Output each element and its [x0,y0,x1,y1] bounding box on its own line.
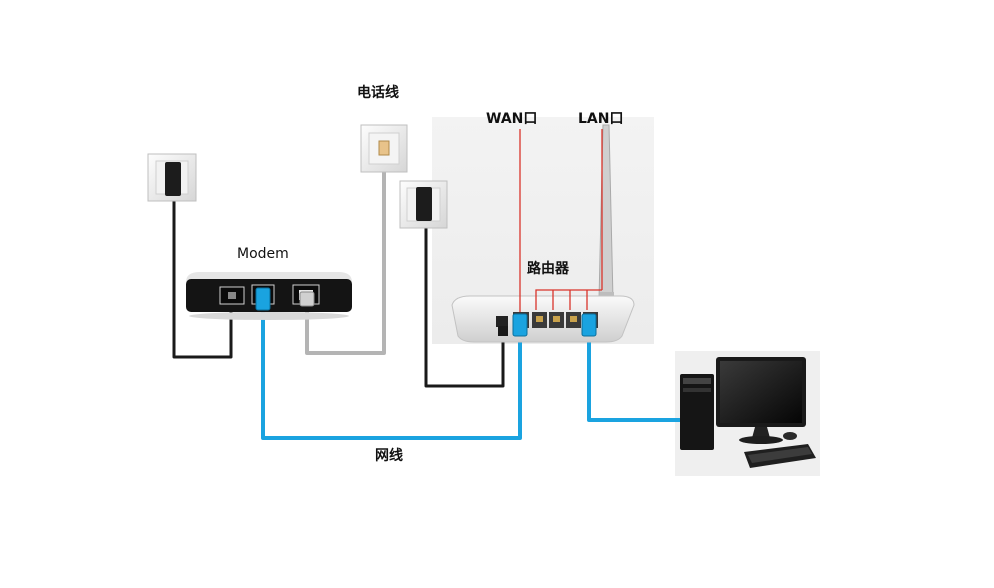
modem-lan-plug [255,287,271,311]
router-wan-plug [512,313,528,337]
pc-mouse [783,432,797,440]
router-lan-plug [581,313,597,337]
router-power-plug [498,326,508,336]
wall-power-socket-left [147,153,197,202]
modem-label: Modem [237,246,289,262]
router-label: 路由器 [527,261,569,277]
phone-wall-jack [360,124,408,173]
modem-phone-plug [299,291,315,307]
wan-port-label: WAN口 [486,111,538,127]
pc-monitor [716,357,806,444]
modem-power-cable [172,195,233,359]
phone-line-label: 电话线 [357,85,399,101]
wall-power-socket-router [399,180,448,229]
network-cable-label: 网线 [375,448,403,464]
router-power-port [496,316,508,327]
port-leader-lines [519,129,603,312]
router-power-cable [424,222,505,388]
network-cable-wan [261,300,522,440]
phone-cable [305,152,386,355]
network-cable-lan [587,325,680,422]
pc-tower [680,374,714,450]
computer [680,357,816,468]
lan-port-label: LAN口 [578,111,624,127]
